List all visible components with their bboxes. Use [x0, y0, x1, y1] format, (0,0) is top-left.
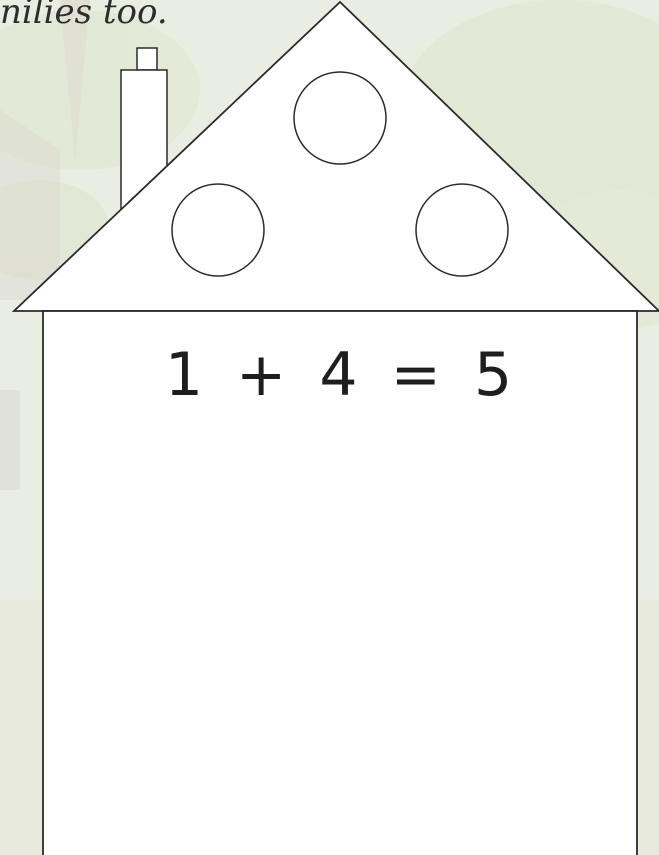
instruction-caption: nilies too. [0, 0, 168, 32]
roof-circle-left[interactable] [172, 184, 264, 276]
roof-circle-right[interactable] [416, 184, 508, 276]
number-sentence: 1 + 4 = 5 [43, 340, 637, 410]
roof-circle-top[interactable] [294, 72, 386, 164]
chimney-cap [137, 48, 157, 70]
